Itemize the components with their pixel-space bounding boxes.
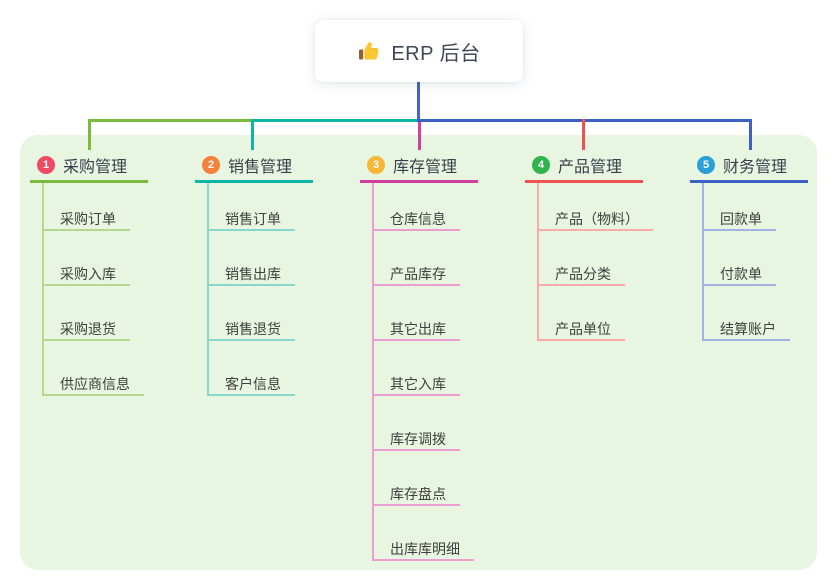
child-label: 销售退货 [225, 321, 281, 337]
child-node[interactable]: 仓库信息 [372, 209, 460, 231]
child-label: 客户信息 [225, 376, 281, 392]
child-node[interactable]: 销售出库 [207, 264, 295, 286]
child-node[interactable]: 出库库明细 [372, 539, 474, 561]
child-node[interactable]: 结算账户 [702, 319, 790, 341]
branch-node[interactable]: 1 采购管理 [30, 150, 148, 180]
branch-underline [360, 180, 478, 183]
child-label: 仓库信息 [390, 211, 446, 227]
child-label: 结算账户 [720, 321, 776, 337]
child-label: 其它出库 [390, 321, 446, 337]
root-drop-line [417, 82, 420, 122]
branch-column: 1 采购管理采购订单采购入库采购退货供应商信息 [30, 150, 190, 396]
branch-column: 2 销售管理销售订单销售出库销售退货客户信息 [195, 150, 355, 396]
branch-underline [30, 180, 148, 183]
child-label: 回款单 [720, 211, 762, 227]
child-node[interactable]: 库存盘点 [372, 484, 460, 506]
root-node[interactable]: ERP 后台 [315, 20, 523, 82]
branch-title: 销售管理 [228, 159, 293, 176]
branch-drop-line [251, 119, 254, 150]
branch-node[interactable]: 3 库存管理 [360, 150, 478, 180]
branch-column: 5 财务管理回款单付款单结算账户 [690, 150, 839, 341]
branch-column: 4 产品管理产品（物料） 产品分类产品单位 [525, 150, 685, 341]
child-label: 销售订单 [225, 211, 281, 227]
thumbs-up-icon [359, 42, 379, 60]
child-label: 产品（物料） [555, 211, 639, 227]
child-node[interactable]: 库存调拨 [372, 429, 460, 451]
branch-number-badge: 3 [367, 156, 385, 174]
root-label: ERP 后台 [391, 42, 481, 65]
child-label: 库存盘点 [390, 486, 446, 502]
connector-bus-segment [88, 119, 253, 122]
child-node[interactable]: 采购退货 [42, 319, 130, 341]
branch-drop-line [582, 119, 585, 150]
child-node[interactable]: 产品单位 [537, 319, 625, 341]
child-node[interactable]: 销售退货 [207, 319, 295, 341]
branch-number-badge: 1 [37, 156, 55, 174]
branch-number-badge: 5 [697, 156, 715, 174]
child-label: 供应商信息 [60, 376, 130, 392]
child-label: 库存调拨 [390, 431, 446, 447]
child-label: 其它入库 [390, 376, 446, 392]
child-node[interactable]: 付款单 [702, 264, 776, 286]
branch-node[interactable]: 4 产品管理 [525, 150, 643, 180]
child-node[interactable]: 供应商信息 [42, 374, 144, 396]
child-connector-line [537, 183, 539, 341]
child-label: 采购退货 [60, 321, 116, 337]
child-label: 出库库明细 [390, 541, 460, 557]
child-connector-line [702, 183, 704, 341]
branch-underline [690, 180, 808, 183]
child-node[interactable]: 其它入库 [372, 374, 460, 396]
child-node[interactable]: 产品分类 [537, 264, 625, 286]
child-node[interactable]: 回款单 [702, 209, 776, 231]
branch-node[interactable]: 2 销售管理 [195, 150, 313, 180]
branch-drop-line [88, 119, 91, 150]
branch-title: 采购管理 [63, 159, 128, 176]
child-node[interactable]: 销售订单 [207, 209, 295, 231]
child-label: 采购入库 [60, 266, 116, 282]
child-node[interactable]: 采购订单 [42, 209, 130, 231]
child-node[interactable]: 产品库存 [372, 264, 460, 286]
branch-title: 产品管理 [558, 159, 623, 176]
mindmap-panel [20, 135, 817, 570]
child-node[interactable]: 客户信息 [207, 374, 295, 396]
child-label: 销售出库 [225, 266, 281, 282]
branch-underline [525, 180, 643, 183]
branch-number-badge: 4 [532, 156, 550, 174]
branch-title: 库存管理 [393, 159, 458, 176]
child-connector-line [207, 183, 209, 396]
branch-title: 财务管理 [723, 159, 788, 176]
child-label: 采购订单 [60, 211, 116, 227]
connector-bus-segment [251, 119, 419, 122]
branch-underline [195, 180, 313, 183]
child-connector-line [372, 183, 374, 561]
child-label: 产品分类 [555, 266, 611, 282]
child-label: 产品库存 [390, 266, 446, 282]
branch-drop-line [749, 119, 752, 150]
branch-number-badge: 2 [202, 156, 220, 174]
child-label: 付款单 [720, 266, 762, 282]
child-label: 产品单位 [555, 321, 611, 337]
child-node[interactable]: 采购入库 [42, 264, 130, 286]
child-node[interactable]: 其它出库 [372, 319, 460, 341]
child-connector-line [42, 183, 44, 396]
branch-drop-line [418, 122, 421, 150]
branch-node[interactable]: 5 财务管理 [690, 150, 808, 180]
child-node[interactable]: 产品（物料） [537, 209, 653, 231]
branch-column: 3 库存管理仓库信息产品库存其它出库其它入库库存调拨库存盘点出库库明细 [360, 150, 520, 561]
